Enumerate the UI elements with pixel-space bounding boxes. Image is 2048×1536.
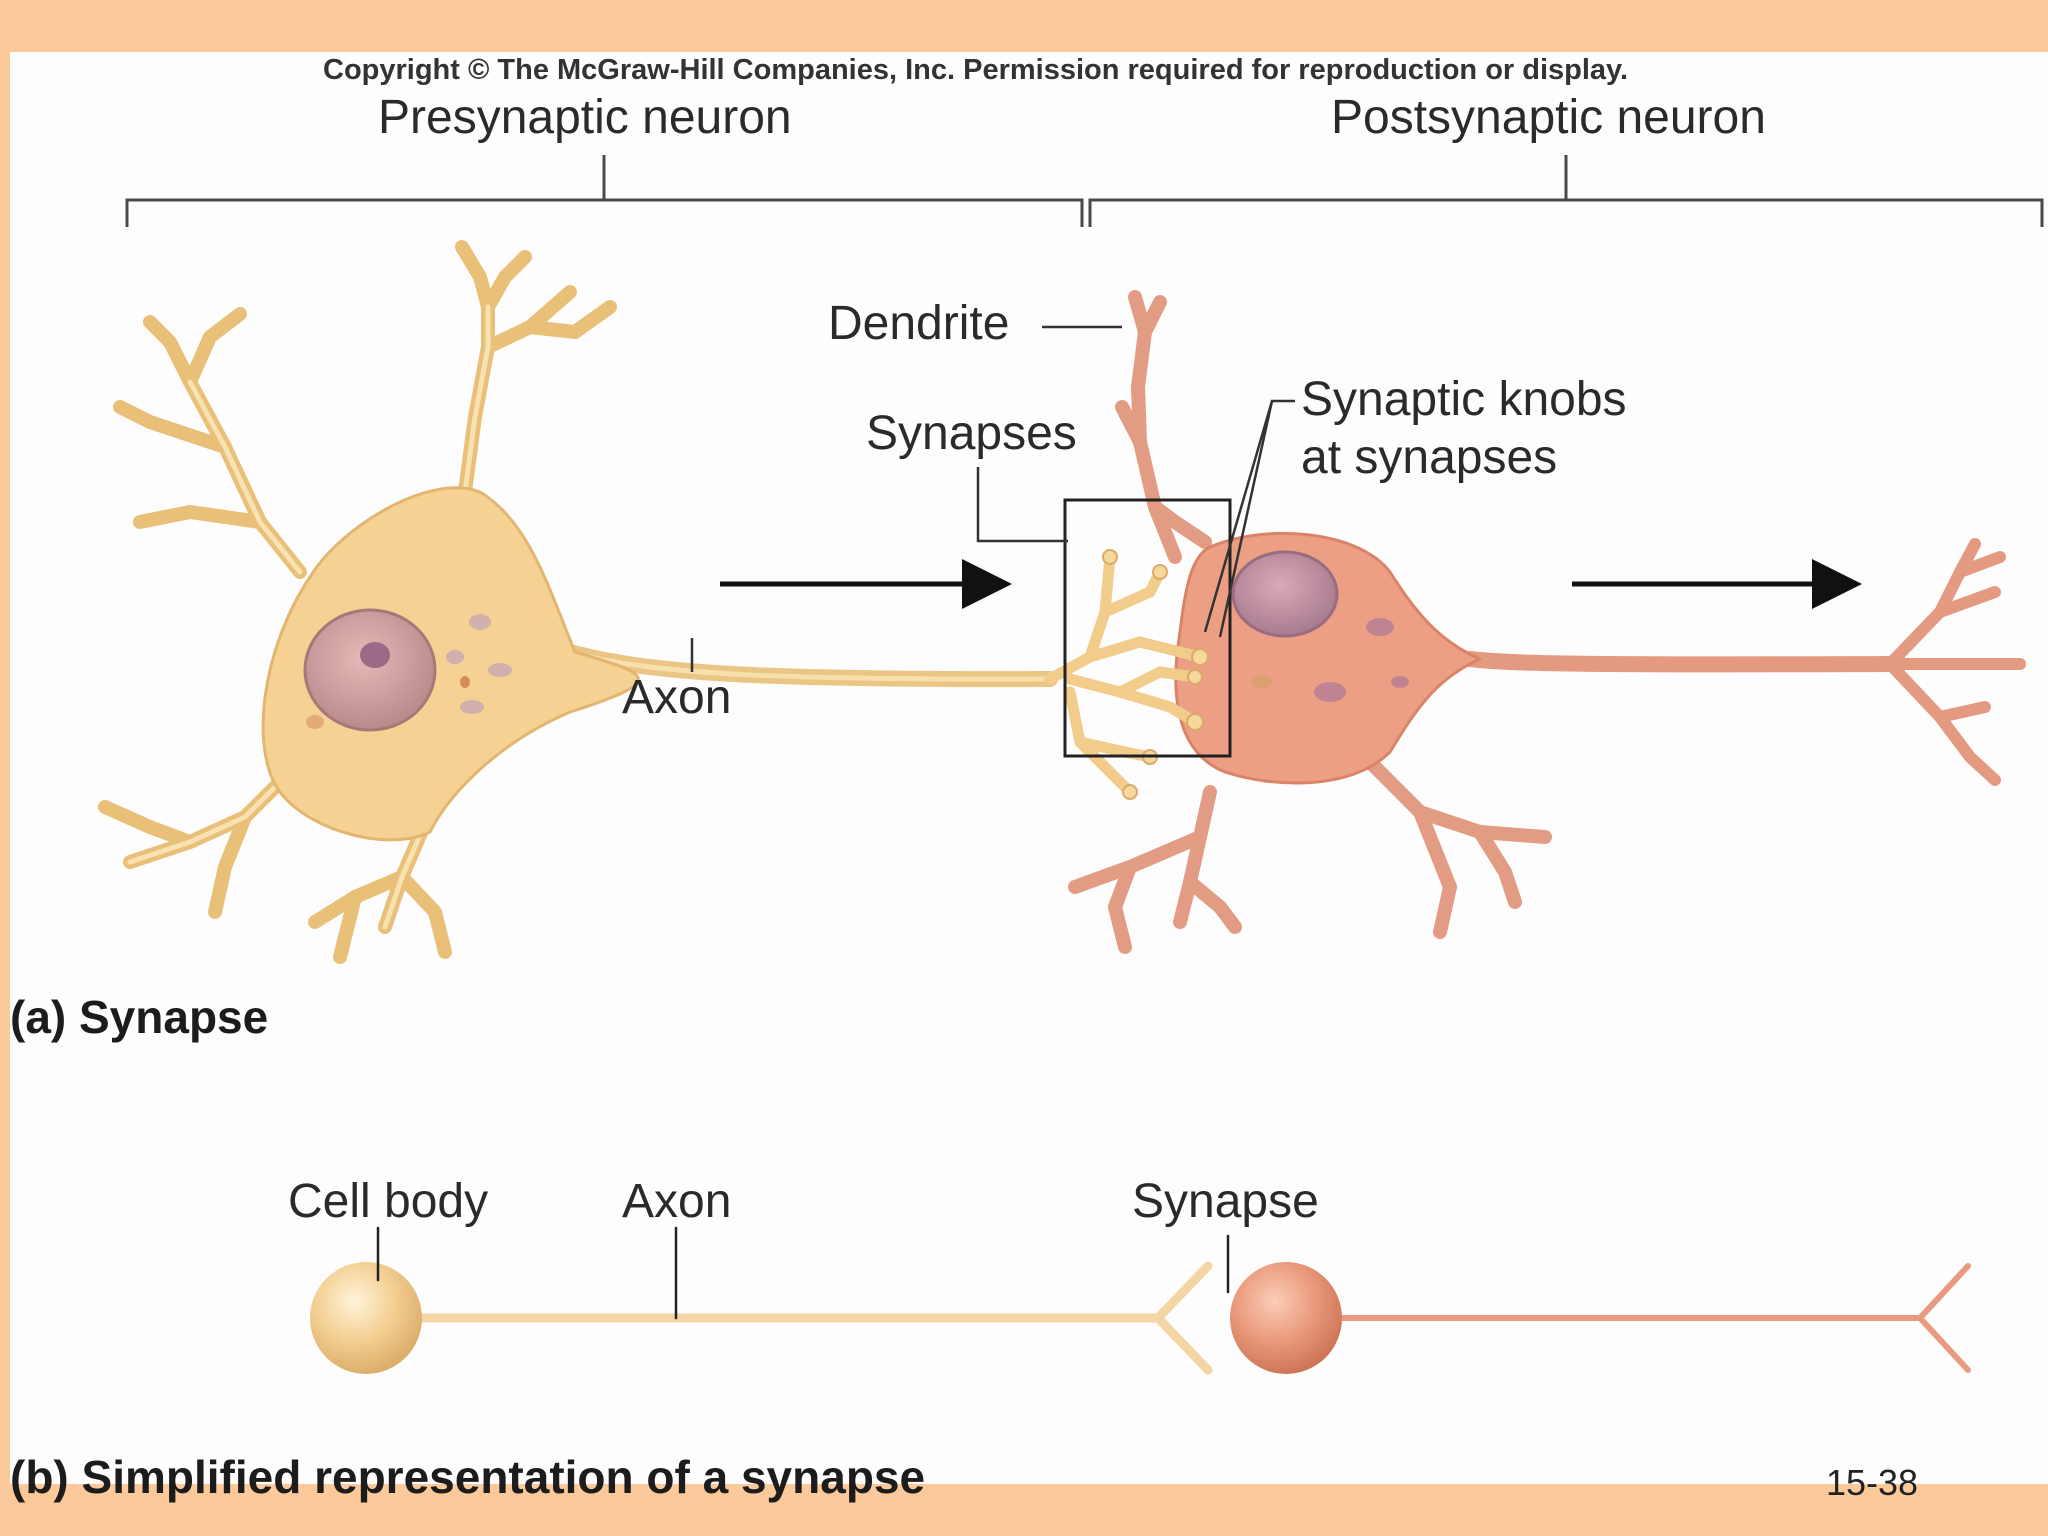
postsynaptic-axon-terminals xyxy=(1884,538,2026,786)
postsynaptic-nucleus xyxy=(1231,550,1339,638)
cell-body-label: Cell body xyxy=(288,1175,489,1228)
synapse-diagram xyxy=(98,155,2044,1375)
presynaptic-cell-body xyxy=(261,486,640,842)
simplified-terminal-post xyxy=(1915,1263,1971,1373)
synapses-label: Synapses xyxy=(866,407,1077,460)
caption-a: (a) Synapse xyxy=(10,991,269,1043)
synapse-label-b: Synapse xyxy=(1132,1175,1319,1228)
slide-number: 15-38 xyxy=(1826,1462,1919,1503)
postsynaptic-neuron-label: Postsynaptic neuron xyxy=(1331,91,1766,144)
presynaptic-neuron-label: Presynaptic neuron xyxy=(378,91,792,144)
postsynaptic-organelles xyxy=(1252,618,1409,702)
postsynaptic-neuron xyxy=(1068,290,2026,954)
presynaptic-organelles xyxy=(306,614,512,729)
presynaptic-nucleus xyxy=(303,608,437,732)
simplified-cell-body-pre xyxy=(310,1262,422,1374)
simplified-terminal-pre xyxy=(1151,1261,1213,1375)
simplified-cell-body-post xyxy=(1230,1262,1342,1374)
presynaptic-nucleolus xyxy=(360,642,390,668)
leader-lines-a xyxy=(690,325,1295,672)
caption-b: (b) Simplified representation of a synap… xyxy=(10,1451,926,1503)
axon-label-b: Axon xyxy=(622,1175,732,1228)
simplified-synapse xyxy=(310,1226,1971,1375)
copyright-notice: Copyright © The McGraw-Hill Companies, I… xyxy=(323,54,1629,86)
presynaptic-bracket xyxy=(125,155,1084,227)
postsynaptic-dendrites xyxy=(1068,290,1552,954)
dendrite-label: Dendrite xyxy=(828,297,1010,350)
synapse-highlight-box xyxy=(1063,498,1232,758)
leader-lines-b xyxy=(376,1226,1230,1320)
presynaptic-dendrites-highlight xyxy=(127,304,491,930)
presynaptic-neuron xyxy=(98,240,1058,964)
axon-label: Axon xyxy=(622,671,732,724)
synaptic-knobs-label-line1: Synaptic knobs xyxy=(1301,373,1627,426)
postsynaptic-axon xyxy=(1462,651,1908,673)
figure-panel: Copyright © The McGraw-Hill Companies, I… xyxy=(10,52,2048,1503)
postsynaptic-bracket xyxy=(1088,155,2044,227)
synaptic-knobs-label-line2: at synapses xyxy=(1301,431,1558,484)
